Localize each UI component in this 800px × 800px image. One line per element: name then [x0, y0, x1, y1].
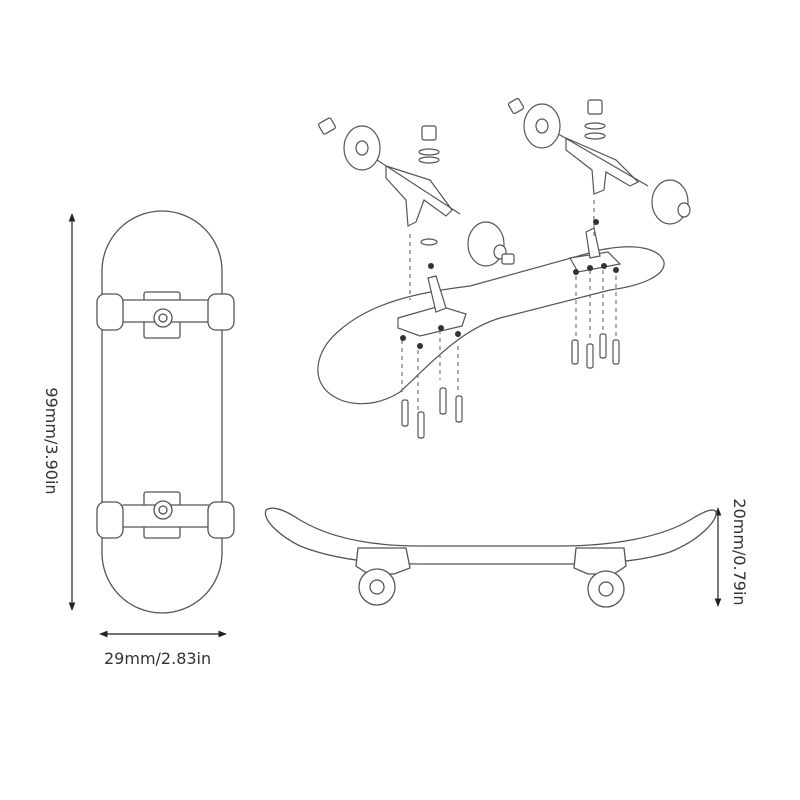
width-label: 29mm/2.83in	[104, 649, 212, 668]
exploded-deck	[318, 247, 664, 404]
rear-right-wheel	[208, 502, 234, 538]
length-label: 99mm/3.90in	[42, 387, 61, 495]
exploded-front-truck	[318, 117, 514, 336]
side-rear-truck	[574, 548, 626, 607]
top-view-skateboard	[97, 211, 234, 613]
rear-truck-top	[97, 492, 234, 538]
rear-left-wheel	[97, 502, 123, 538]
exploded-rear-truck	[508, 98, 690, 272]
deck-outline	[102, 211, 222, 613]
side-view-skateboard	[265, 508, 716, 607]
height-label: 20mm/0.79in	[730, 498, 749, 606]
side-deck	[265, 508, 716, 564]
front-truck-top	[97, 292, 234, 338]
exploded-view	[318, 98, 690, 438]
front-left-wheel	[97, 294, 123, 330]
front-right-wheel	[208, 294, 234, 330]
nuts	[400, 219, 619, 349]
side-front-truck	[356, 548, 410, 605]
screws	[402, 334, 619, 438]
